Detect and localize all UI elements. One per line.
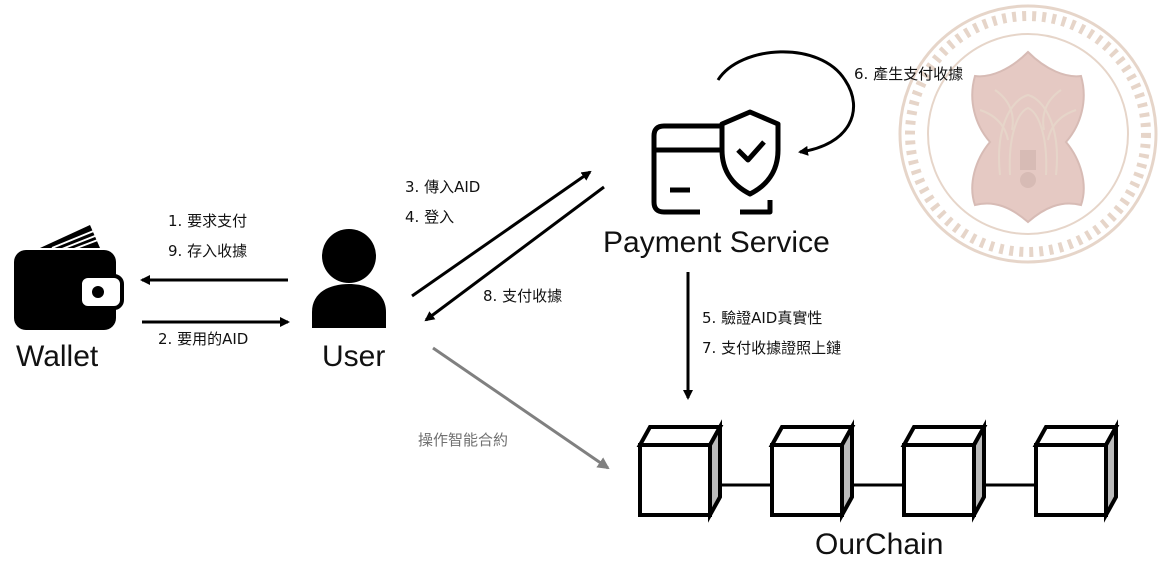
- edge-label-smart-contract: 操作智能合約: [418, 431, 509, 449]
- edge-label-payment-to-chain: 5. 驗證AID真實性 7. 支付收據證照上鏈: [702, 303, 841, 363]
- block-cube-3: [900, 419, 988, 523]
- blockchain-cubes-icon: [636, 419, 1120, 523]
- edge-label-step-7: 7. 支付收據證照上鏈: [702, 339, 842, 357]
- edge-user-to-payment: [411, 170, 592, 298]
- edge-label-user-to-payment: 3. 傳入AID 4. 登入: [405, 172, 480, 232]
- block-cube-2: [768, 419, 856, 523]
- node-label-wallet: Wallet: [16, 340, 99, 373]
- edge-label-step-9: 9. 存入收據: [168, 242, 248, 260]
- edge-label-wallet-to-user: 2. 要用的AID: [158, 324, 248, 354]
- edge-label-step-2: 2. 要用的AID: [158, 330, 249, 348]
- edge-label-user-to-wallet: 1. 要求支付 9. 存入收據: [168, 206, 247, 266]
- user-icon: [312, 229, 386, 328]
- edge-label-step-3: 3. 傳入AID: [405, 178, 481, 196]
- university-seal-watermark: [898, 4, 1158, 264]
- edge-payment-self-loop: [716, 50, 855, 156]
- edge-user-to-chain: [432, 346, 610, 470]
- block-cube-4: [1032, 419, 1120, 523]
- edge-label-user-to-chain: 操作智能合約: [418, 425, 508, 455]
- edge-payment-to-user: [424, 185, 605, 322]
- card-shield-icon: [651, 109, 781, 215]
- edge-label-step-8: 8. 支付收據: [483, 287, 563, 305]
- node-label-payment-service: Payment Service: [603, 226, 830, 259]
- node-label-ourchain: OurChain: [815, 528, 944, 561]
- edge-label-payment-self: 6. 產生支付收據: [854, 59, 963, 89]
- edge-label-step-6: 6. 產生支付收據: [854, 65, 964, 83]
- edge-label-step-1: 1. 要求支付: [168, 212, 248, 230]
- edge-label-step-5: 5. 驗證AID真實性: [702, 309, 823, 327]
- block-cube-1: [636, 419, 724, 523]
- node-label-user: User: [322, 340, 386, 373]
- edge-label-payment-to-user: 8. 支付收據: [483, 281, 562, 311]
- wallet-icon: [14, 225, 124, 330]
- edge-label-step-4: 4. 登入: [405, 208, 455, 226]
